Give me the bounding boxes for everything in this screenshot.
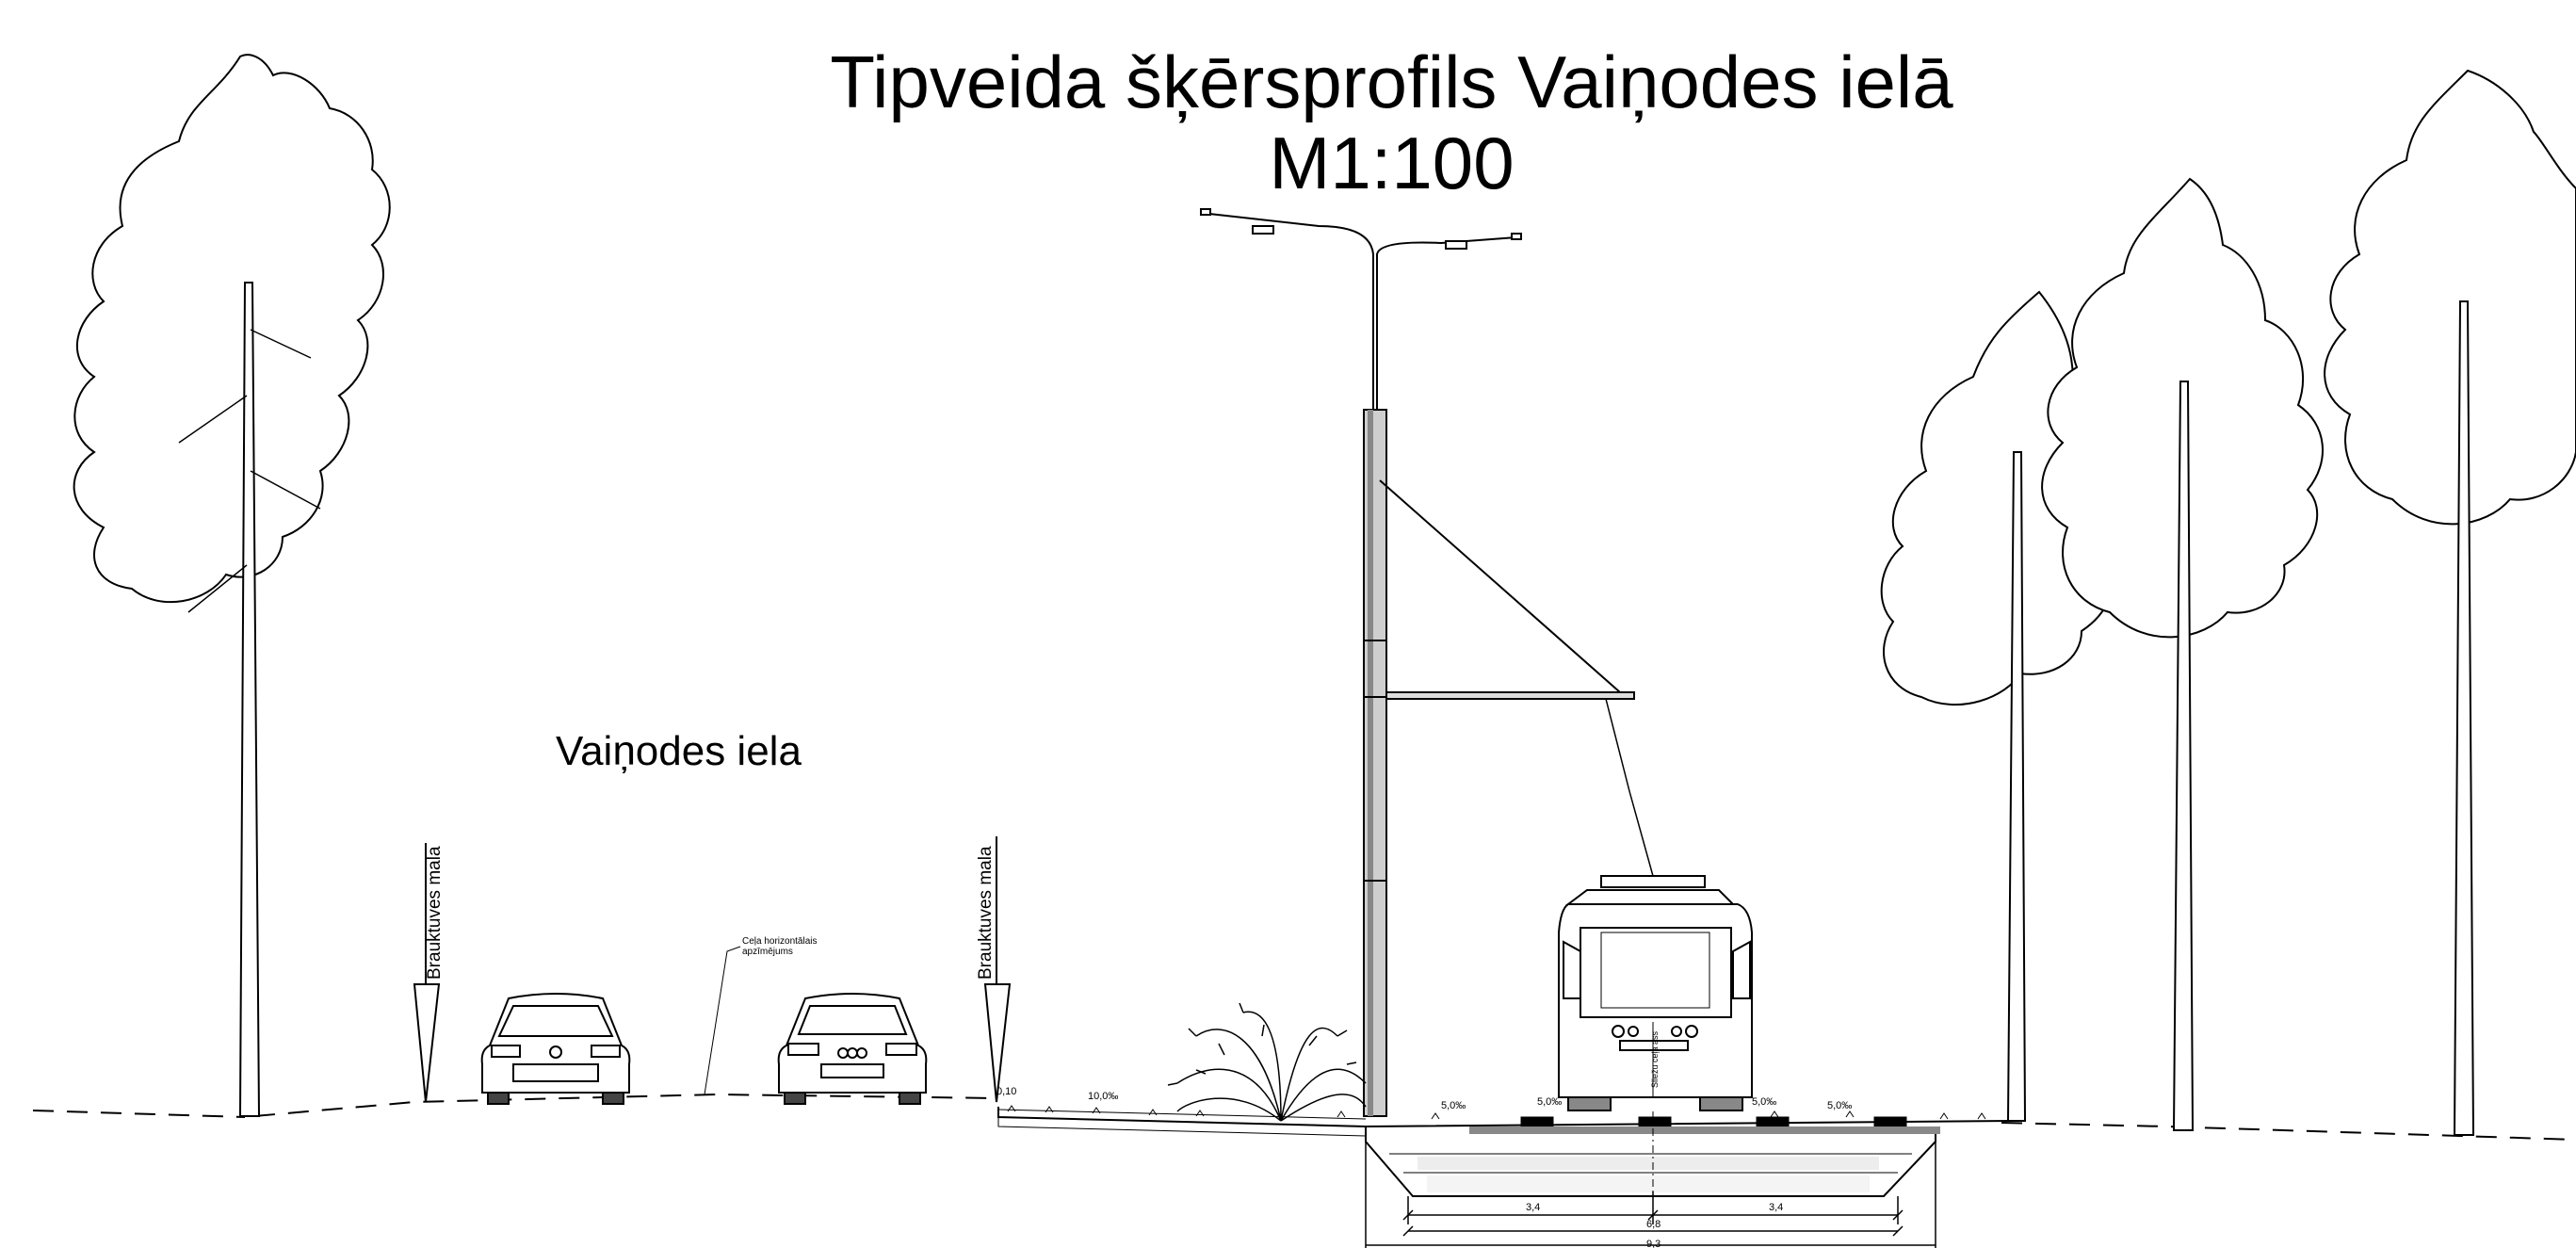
track-bed [1365,1111,1940,1197]
carriageway-edge-label-left: Brauktuves mala [425,846,445,980]
slope-sidewalk: 10,0‰ [1088,1091,1118,1102]
slope-track-4: 5,0‰ [1827,1100,1852,1111]
dimension-lines [1365,1142,1936,1248]
slope-track-1: 5,0‰ [1441,1100,1466,1111]
tram-axis-label: Sliežu ceļa ass [1650,1030,1660,1088]
pine-tree-icon [73,54,391,1117]
car-front-icon [480,993,631,1105]
road-marking-label: Ceļa horizontālais apzīmējums [742,936,818,957]
ground-line [32,1093,2576,1141]
pine-tree-icon [2041,177,2324,1131]
slope-track-3: 5,0‰ [1752,1096,1776,1108]
street-name: Vaiņodes iela [556,728,802,774]
carriageway-edge-label-right: Brauktuves mala [976,846,996,980]
tram-front-icon [1558,875,1753,1111]
drawing-title: Tipveida šķērsprofils Vaiņodes ielā [830,41,1953,123]
carriageway-edge-markers [413,836,1012,1103]
dim-right: 3,4 [1769,1202,1783,1213]
slope-track-2: 5,0‰ [1537,1096,1562,1108]
dim-left: 3,4 [1526,1202,1540,1213]
street-light-icon [1200,208,1654,1117]
dimension-text: 3,4 3,4 6,8 9,3 10,0‰ 5,0‰ 5,0‰ 5,0‰ 5,0… [996,1086,1852,1248]
road-marking-label-line2: apzīmējums [742,947,793,957]
dim-total: 6,8 [1646,1219,1661,1230]
pine-tree-icon [2324,69,2576,1136]
shrub-icon [1167,1002,1367,1122]
grass-marks [1007,1105,1986,1120]
road-surface [997,1107,2012,1137]
dim-bottom: 9,3 [1646,1239,1661,1248]
road-marking-label-line1: Ceļa horizontālais [742,936,818,947]
drawing-scale: M1:100 [1269,122,1515,204]
car-rear-icon [777,993,928,1105]
slope-curb: 0,10 [996,1086,1016,1097]
